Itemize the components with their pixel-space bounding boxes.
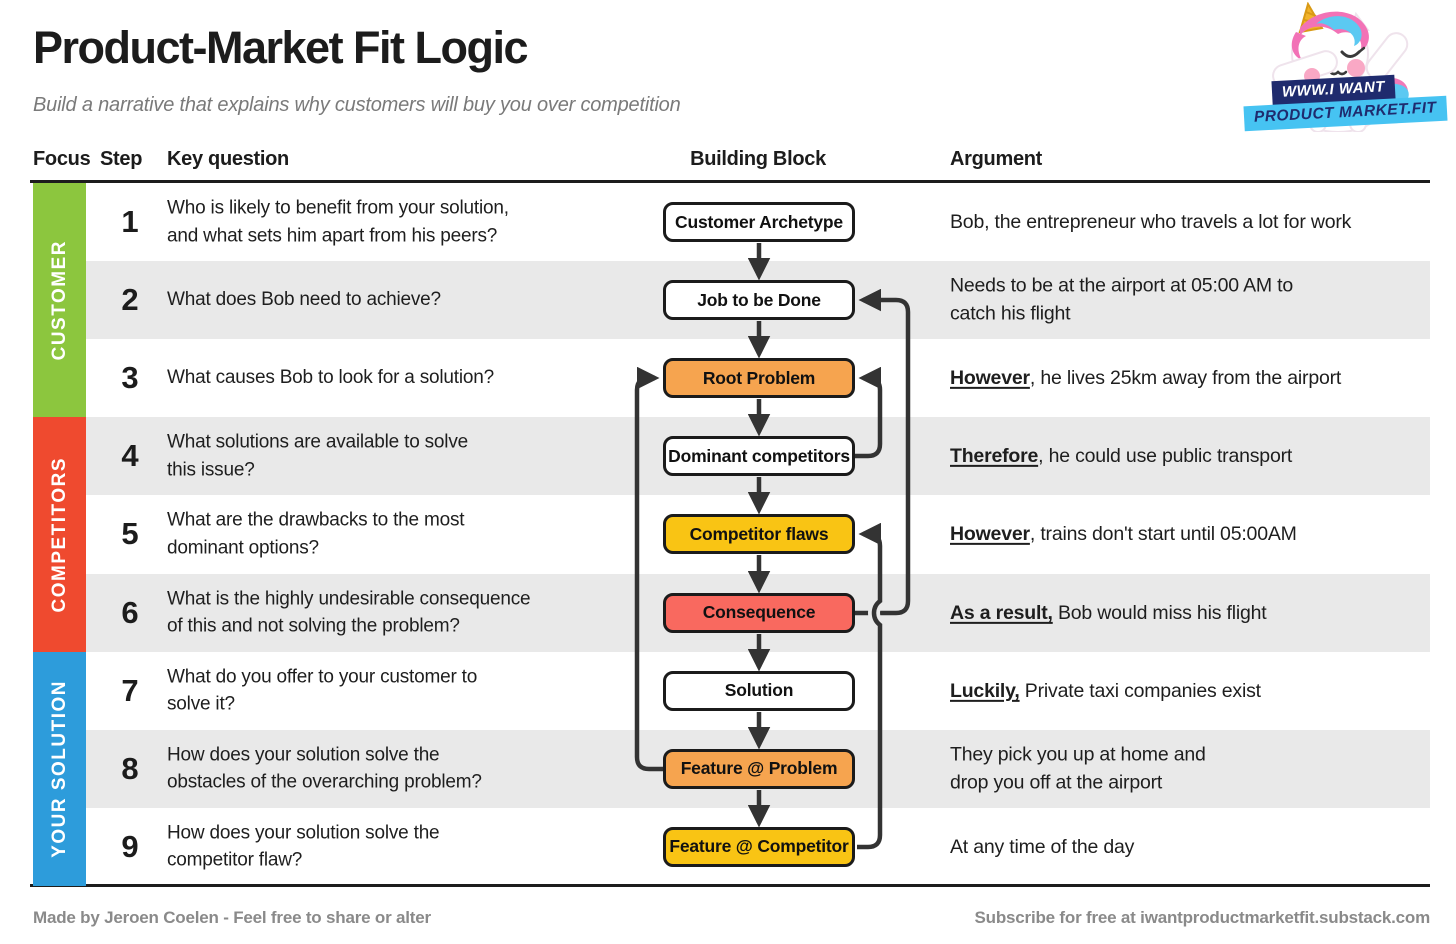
argument-text: Luckily, Private taxi companies exist [950, 677, 1440, 705]
focus-label: COMPETITORS [48, 456, 70, 613]
column-header-building-block: Building Block [690, 148, 826, 170]
argument-lead: However [950, 367, 1030, 390]
step-number: 5 [121, 516, 139, 552]
block-dominant-competitors: Dominant competitors [663, 436, 855, 477]
page-title: Product-Market Fit Logic [33, 22, 529, 73]
step-number: 7 [121, 672, 139, 708]
argument-lead: However [950, 523, 1030, 546]
step-number: 8 [121, 750, 139, 786]
credit-text: Made by Jeroen Coelen - Feel free to sha… [33, 908, 431, 927]
block-job-to-be-done: Job to be Done [663, 280, 855, 321]
focus-label: CUSTOMER [48, 239, 70, 361]
argument-rest: Needs to be at the airport at 05:00 AM t… [950, 274, 1294, 326]
focus-bar-competitors: COMPETITORS [33, 417, 86, 652]
key-question: How does your solution solve the obstacl… [167, 744, 482, 793]
key-question: What are the drawbacks to the most domin… [167, 509, 465, 559]
step-number: 2 [121, 282, 139, 318]
argument-text: Needs to be at the airport at 05:00 AM t… [950, 272, 1440, 329]
block-solution: Solution [663, 670, 855, 711]
argument-text: Therefore, he could use public transport [950, 442, 1440, 470]
column-header-key-question: Key question [167, 148, 289, 170]
argument-rest: Bob, the entrepreneur who travels a lot … [950, 210, 1352, 233]
argument-lead: As a result, [950, 601, 1053, 624]
argument-rest: Bob would miss his flight [1052, 601, 1267, 624]
focus-bar-customer: CUSTOMER [33, 183, 86, 418]
argument-text: They pick you up at home and drop you of… [950, 741, 1440, 798]
block-customer-archetype: Customer Archetype [663, 202, 855, 242]
argument-lead: Luckily, [950, 679, 1020, 702]
key-question: What is the highly undesirable consequen… [167, 588, 531, 637]
unicorn-logo: WWW.I WANT PRODUCT MARKET.FIT [1226, 2, 1448, 144]
argument-text: At any time of the day [950, 833, 1440, 861]
block-consequence: Consequence [663, 592, 855, 633]
argument-lead: Therefore [950, 445, 1039, 468]
header-divider [30, 180, 1430, 183]
subscribe-text: Subscribe for free at iwantproductmarket… [974, 908, 1431, 927]
flowchart-connectors [634, 243, 911, 850]
block-root-problem: Root Problem [663, 358, 855, 399]
argument-rest: , he could use public transport [1038, 445, 1293, 468]
block-competitor-flaws: Competitor flaws [663, 514, 855, 555]
argument-rest: At any time of the day [950, 835, 1135, 858]
step-number: 3 [121, 360, 139, 396]
table-bottom-divider [30, 884, 1430, 887]
step-number: 9 [121, 828, 139, 864]
table-row: 9 How does your solution solve the compe… [86, 808, 1430, 886]
argument-rest: , trains don't start until 05:00AM [1029, 523, 1297, 546]
logic-table: 1 Who is likely to benefit from your sol… [0, 183, 1456, 887]
table-row: 5 What are the drawbacks to the most dom… [86, 495, 1430, 573]
focus-label: YOUR SOLUTION [48, 679, 70, 858]
key-question: What causes Bob to look for a solution? [167, 367, 495, 389]
argument-text: However, he lives 25km away from the air… [950, 364, 1440, 392]
column-header-step: Step [100, 148, 143, 170]
page-subtitle: Build a narrative that explains why cust… [33, 94, 681, 116]
key-question: What do you offer to your customer to so… [167, 666, 478, 715]
argument-rest: They pick you up at home and drop you of… [950, 743, 1206, 794]
argument-rest: Private taxi companies exist [1019, 679, 1261, 702]
table-row: 1 Who is likely to benefit from your sol… [86, 183, 1430, 261]
argument-text: As a result, Bob would miss his flight [950, 598, 1440, 626]
column-header-argument: Argument [950, 148, 1043, 170]
step-number: 1 [121, 204, 139, 240]
argument-text: However, trains don't start until 05:00A… [950, 520, 1440, 548]
column-header-focus: Focus [33, 148, 91, 170]
block-feature-at-competitor: Feature @ Competitor [663, 826, 855, 867]
key-question: What does Bob need to achieve? [167, 289, 441, 311]
argument-text: Bob, the entrepreneur who travels a lot … [950, 208, 1440, 236]
argument-rest: , he lives 25km away from the airport [1029, 367, 1342, 390]
focus-bar-your-solution: YOUR SOLUTION [33, 651, 86, 887]
block-feature-at-problem: Feature @ Problem [663, 748, 855, 789]
table-row: 7 What do you offer to your customer to … [86, 652, 1430, 730]
key-question: What solutions are available to solve th… [167, 431, 468, 481]
key-question: How does your solution solve the competi… [167, 822, 440, 871]
step-number: 6 [121, 594, 139, 630]
key-question: Who is likely to benefit from your solut… [167, 197, 509, 247]
table-row: 3 What causes Bob to look for a solution… [86, 339, 1430, 417]
step-number: 4 [121, 438, 139, 474]
